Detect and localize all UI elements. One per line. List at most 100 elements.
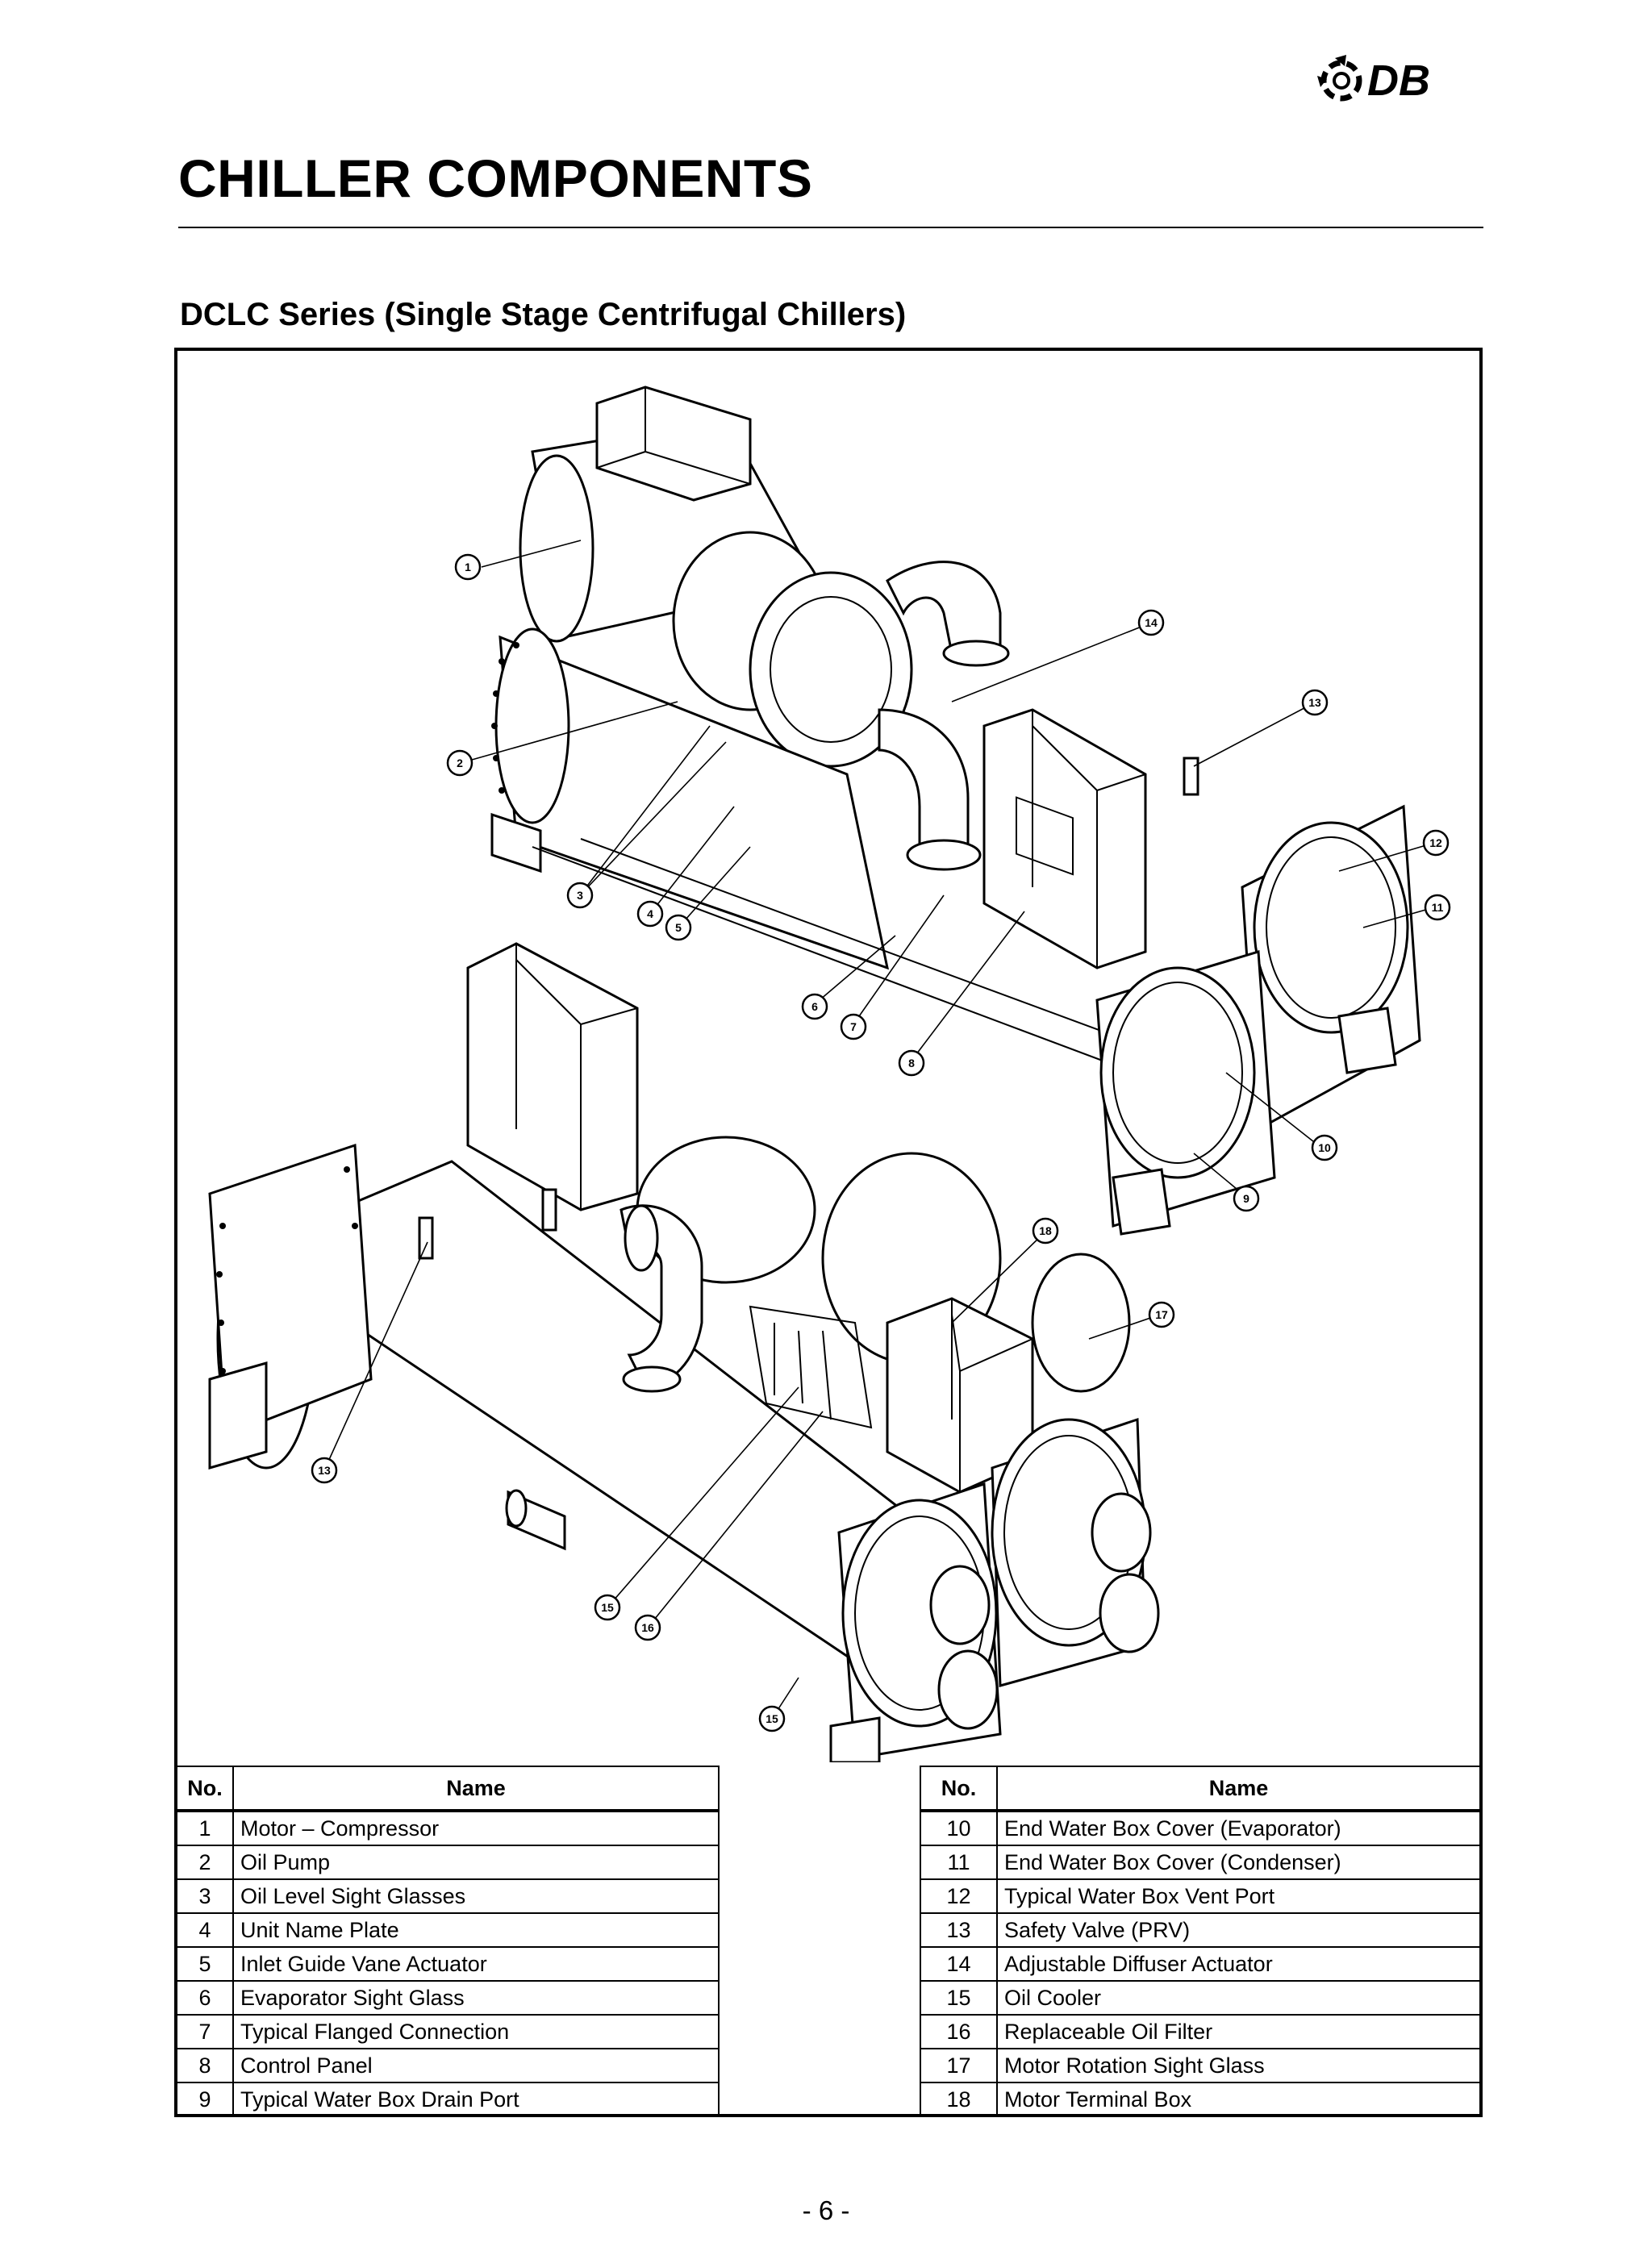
part-number: 8: [176, 2048, 234, 2083]
figure-frame: [174, 348, 1483, 2117]
svg-text:17: 17: [1155, 1308, 1168, 1321]
column-header-name: Name: [232, 1766, 720, 1812]
svg-text:10: 10: [1318, 1141, 1331, 1154]
title-divider: [178, 227, 1483, 228]
callout-17: 17: [1148, 1301, 1175, 1328]
callout-6: 6: [801, 993, 828, 1020]
part-number: 13: [920, 1912, 998, 1948]
part-name: Motor Rotation Sight Glass: [996, 2048, 1481, 2083]
callout-13-upper: 13: [1301, 689, 1329, 716]
column-header-name: Name: [996, 1766, 1481, 1812]
svg-text:18: 18: [1039, 1224, 1052, 1237]
part-name: End Water Box Cover (Condenser): [996, 1845, 1481, 1880]
part-number: 10: [920, 1810, 998, 1846]
part-number: 4: [176, 1912, 234, 1948]
svg-text:7: 7: [850, 1020, 857, 1033]
part-name: Safety Valve (PRV): [996, 1912, 1481, 1948]
svg-text:15: 15: [766, 1712, 778, 1725]
part-name: Inlet Guide Vane Actuator: [232, 1946, 720, 1982]
part-name: Motor Terminal Box: [996, 2082, 1481, 2117]
page-number: - 6 -: [802, 2195, 850, 2225]
callout-15-lower: 15: [758, 1705, 786, 1732]
svg-text:9: 9: [1243, 1192, 1249, 1205]
logo-swirl-icon: [1317, 55, 1362, 102]
part-number: 11: [920, 1845, 998, 1880]
part-name: Unit Name Plate: [232, 1912, 720, 1948]
part-number: 15: [920, 1980, 998, 2016]
svg-text:13: 13: [318, 1464, 331, 1477]
part-number: 3: [176, 1878, 234, 1914]
callout-13-lower: 13: [311, 1457, 338, 1484]
svg-text:5: 5: [675, 921, 682, 934]
part-number: 6: [176, 1980, 234, 2016]
svg-text:11: 11: [1432, 901, 1444, 914]
callout-5: 5: [665, 914, 692, 941]
callout-12: 12: [1422, 829, 1450, 857]
callout-16: 16: [634, 1614, 661, 1641]
part-number: 18: [920, 2082, 998, 2117]
part-name: Typical Water Box Drain Port: [232, 2082, 720, 2117]
callout-15-upper: 15: [594, 1594, 621, 1621]
column-header-no: No.: [176, 1766, 234, 1812]
part-number: 2: [176, 1845, 234, 1880]
callout-9: 9: [1233, 1185, 1260, 1212]
leader-lines: [323, 540, 1435, 1720]
part-name: Adjustable Diffuser Actuator: [996, 1946, 1481, 1982]
svg-text:16: 16: [641, 1621, 654, 1634]
section-subtitle: DCLC Series (Single Stage Centrifugal Ch…: [180, 297, 907, 332]
callout-7: 7: [840, 1013, 867, 1040]
part-number: 5: [176, 1946, 234, 1982]
svg-text:15: 15: [601, 1601, 614, 1614]
chiller-drawing: 1 2 3 4 5 6 7 8 9 10 11 12 13 14 13 15 1…: [208, 386, 1451, 1762]
part-number: 16: [920, 2014, 998, 2049]
callout-3: 3: [566, 882, 594, 909]
db-logo: DB: [1317, 55, 1430, 105]
part-name: Oil Level Sight Glasses: [232, 1878, 720, 1914]
callout-14: 14: [1137, 609, 1165, 636]
callout-1: 1: [454, 553, 482, 581]
svg-text:6: 6: [811, 1000, 818, 1013]
part-name: Oil Cooler: [996, 1980, 1481, 2016]
svg-text:13: 13: [1308, 696, 1321, 709]
part-name: Oil Pump: [232, 1845, 720, 1880]
part-name: Replaceable Oil Filter: [996, 2014, 1481, 2049]
svg-text:4: 4: [647, 907, 653, 920]
svg-text:12: 12: [1429, 836, 1442, 849]
svg-text:8: 8: [908, 1057, 915, 1069]
lower-chiller: [208, 942, 1160, 1762]
logo-text: DB: [1367, 56, 1430, 105]
callout-18: 18: [1032, 1217, 1059, 1244]
svg-text:1: 1: [465, 561, 471, 573]
callout-4: 4: [636, 900, 664, 928]
part-name: Typical Water Box Vent Port: [996, 1878, 1481, 1914]
part-number: 17: [920, 2048, 998, 2083]
part-number: 7: [176, 2014, 234, 2049]
part-name: Typical Flanged Connection: [232, 2014, 720, 2049]
part-number: 14: [920, 1946, 998, 1982]
column-header-no: No.: [920, 1766, 998, 1812]
page-title: CHILLER COMPONENTS: [178, 148, 813, 208]
part-number: 1: [176, 1810, 234, 1846]
part-name: End Water Box Cover (Evaporator): [996, 1810, 1481, 1846]
svg-text:14: 14: [1145, 616, 1158, 629]
part-name: Evaporator Sight Glass: [232, 1980, 720, 2016]
svg-text:3: 3: [577, 889, 583, 902]
part-number: 9: [176, 2082, 234, 2117]
